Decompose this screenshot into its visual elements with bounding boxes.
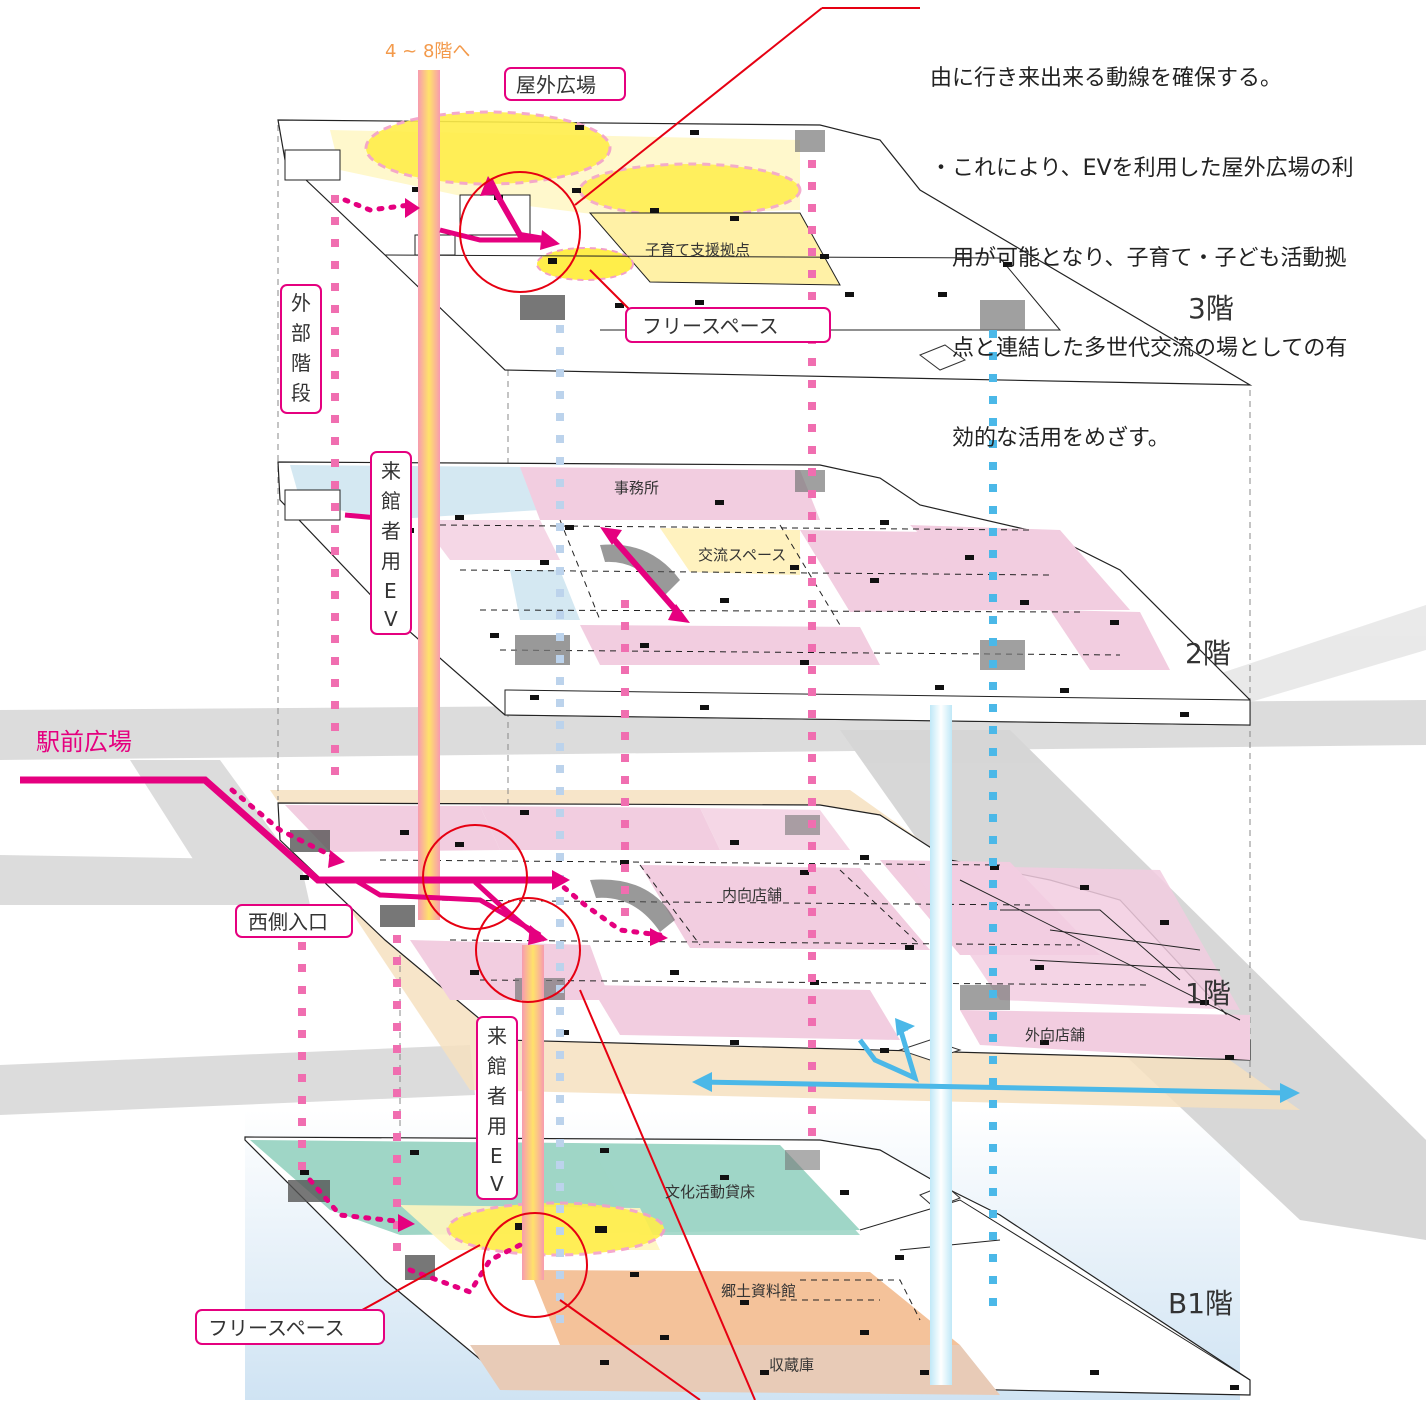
box-ev-upper: 来 館 者 用 E V [370, 451, 412, 635]
svg-text:者: 者 [487, 1084, 507, 1108]
label-outer-shops: 外向店舗 [1025, 1026, 1085, 1044]
cyan-shaft [930, 705, 952, 1385]
svg-text:者: 者 [381, 519, 401, 543]
callouts [334, 7, 920, 1401]
box-outdoor-plaza: 屋外広場 [504, 67, 626, 101]
note-line: 点と連結した多世代交流の場としての有 [930, 336, 1348, 361]
box-external-stairs: 外 部 階 段 [280, 284, 322, 414]
note-line: 由に行き来出来る動線を確保する。 [930, 66, 1283, 91]
label-exchange: 交流スペース [698, 546, 786, 564]
svg-text:フリースペース: フリースペース [642, 314, 779, 338]
label-childcare: 子育て支援拠点 [645, 241, 750, 259]
box-west-entrance: 西側入口 [235, 904, 353, 938]
svg-text:館: 館 [487, 1054, 507, 1078]
label-culture-rental: 文化活動貸床 [665, 1183, 755, 1201]
vertical-connectors [298, 160, 997, 1330]
svg-text:段: 段 [291, 381, 311, 405]
ev-upper-shaft [418, 70, 440, 920]
floor-label-b1: B1階 [1168, 1287, 1233, 1320]
label-inner-shops: 内向店舗 [722, 886, 782, 904]
ev-lower-shaft [522, 945, 544, 1280]
explanatory-note: 由に行き来出来る動線を確保する。 ・これにより、EVを利用した屋外広場の利 用が… [930, 4, 1426, 484]
floor-label-3f: 3階 [1188, 292, 1234, 325]
svg-text:部: 部 [291, 321, 311, 345]
floor-2f [277, 461, 1251, 726]
floor-label-2f: 2階 [1185, 637, 1231, 670]
arrow-heads [328, 176, 690, 1232]
label-local-museum: 郷土資料館 [721, 1282, 796, 1300]
svg-text:V: V [490, 1172, 504, 1196]
svg-text:来: 来 [487, 1024, 507, 1048]
floor-b1 [244, 1136, 1251, 1396]
cyan-arrows [692, 1018, 1300, 1103]
box-free-space-bottom: フリースペース [195, 1309, 385, 1345]
svg-text:フリースペース: フリースペース [208, 1316, 345, 1340]
note-line: 用が可能となり、子育て・子ども活動拠 [930, 246, 1347, 271]
label-storage: 収蔵庫 [769, 1356, 814, 1374]
svg-text:E: E [490, 1144, 503, 1168]
note-line: 効的な活用をめざす。 [930, 426, 1170, 451]
label-to-upper: 4 ~ 8階へ [385, 41, 470, 62]
svg-text:屋外広場: 屋外広場 [516, 73, 596, 97]
svg-text:用: 用 [487, 1114, 507, 1138]
svg-text:西側入口: 西側入口 [248, 910, 328, 934]
svg-text:外: 外 [291, 291, 311, 315]
box-free-space-top: フリースペース [625, 307, 831, 343]
svg-text:来: 来 [381, 459, 401, 483]
flow-arrows [20, 178, 683, 1296]
svg-text:用: 用 [381, 549, 401, 573]
label-office: 事務所 [614, 479, 659, 497]
svg-text:館: 館 [381, 489, 401, 513]
svg-text:V: V [384, 607, 398, 631]
svg-text:階: 階 [291, 351, 311, 375]
note-line: ・これにより、EVを利用した屋外広場の利 [930, 156, 1354, 181]
floor-label-1f: 1階 [1185, 977, 1231, 1010]
label-station-plaza: 駅前広場 [36, 728, 132, 756]
box-ev-lower: 来 館 者 用 E V [476, 1016, 518, 1200]
svg-text:E: E [384, 579, 397, 603]
